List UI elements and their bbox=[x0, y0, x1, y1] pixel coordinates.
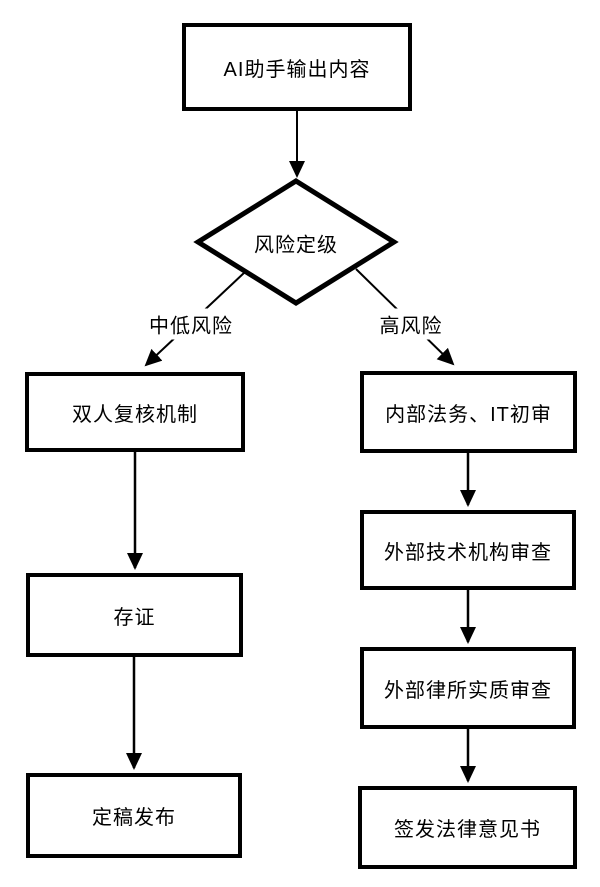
node-legal-opinion: 签发法律意见书 bbox=[358, 786, 577, 869]
node-external-lawfirm-review: 外部律所实质审查 bbox=[360, 647, 576, 729]
node-dual-review: 双人复核机制 bbox=[25, 372, 245, 452]
node-label: 双人复核机制 bbox=[72, 403, 198, 426]
risk-rating-diamond bbox=[193, 178, 399, 306]
node-evidence: 存证 bbox=[26, 573, 243, 657]
node-label: 内部法务、IT初审 bbox=[385, 403, 552, 426]
node-external-tech-review: 外部技术机构审查 bbox=[360, 510, 576, 590]
node-label: 定稿发布 bbox=[92, 807, 176, 829]
node-label: AI助手输出内容 bbox=[223, 58, 371, 81]
node-label: 外部律所实质审查 bbox=[384, 679, 552, 702]
branch-label-medium-low-risk: 中低风险 bbox=[146, 308, 236, 340]
node-final-release: 定稿发布 bbox=[26, 773, 242, 858]
branch-label-high-risk: 高风险 bbox=[376, 308, 446, 340]
node-internal-review: 内部法务、IT初审 bbox=[360, 371, 577, 453]
node-ai-output: AI助手输出内容 bbox=[182, 23, 412, 111]
node-label: 外部技术机构审查 bbox=[384, 541, 552, 564]
node-label: 存证 bbox=[113, 606, 156, 629]
node-label: 签发法律意见书 bbox=[394, 819, 541, 841]
decision-risk-rating-label: 风险定级 bbox=[254, 234, 338, 257]
